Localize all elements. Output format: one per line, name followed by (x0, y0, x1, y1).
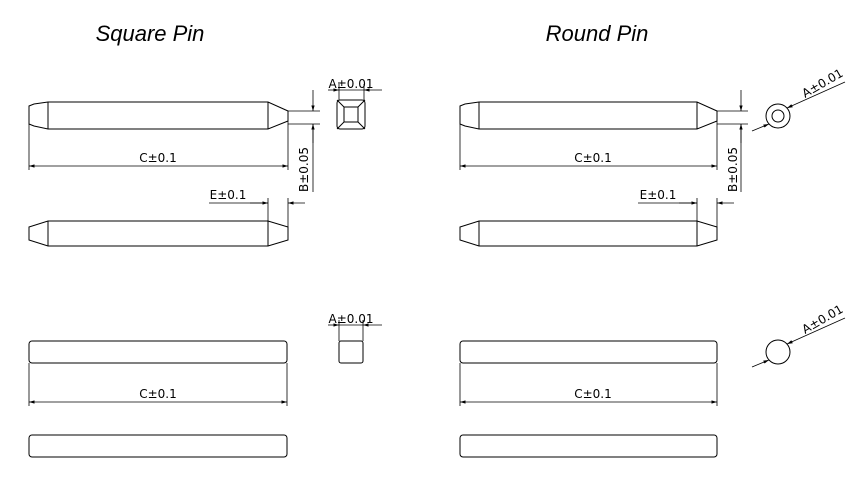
dimension-a-label: A±0.01 (800, 302, 846, 337)
square-pin-end-view-pointed (336, 99, 366, 130)
dimension-b-square: B±0.05 (288, 90, 320, 192)
square-flat-pin-top (28, 340, 288, 364)
square-pointed-pin-side-view (28, 101, 289, 130)
dimension-a-label: A±0.01 (329, 77, 374, 91)
square-flat-pin-bottom (28, 434, 288, 458)
round-pointed-pin-chamfer-view (459, 220, 718, 247)
dimension-e-round: E±0.1 (638, 188, 734, 227)
dimension-a-round-bottom: A±0.01 (751, 302, 846, 368)
square-pin-end-view-flat (338, 340, 364, 364)
round-flat-pin-top (459, 340, 718, 364)
dimension-a-label: A±0.01 (800, 66, 846, 101)
dimension-c-label: C±0.1 (574, 151, 612, 165)
dimension-b-label: B±0.05 (726, 147, 740, 192)
dimension-c-label: C±0.1 (139, 387, 177, 401)
dimension-c-round-bottom: C±0.1 (459, 363, 718, 406)
round-flat-pin-bottom (459, 434, 718, 458)
round-pin-end-view-flat (765, 339, 791, 365)
dimension-a-round-top: A±0.01 (751, 66, 846, 132)
dimension-e-label: E±0.1 (210, 188, 247, 202)
dimension-b-label: B±0.05 (297, 147, 311, 192)
dimension-c-round-top: C±0.1 (459, 121, 718, 170)
round-pointed-pin-side-view (459, 101, 718, 130)
dimension-a-square-top: A±0.01 (328, 77, 382, 100)
dimension-e-label: E±0.1 (640, 188, 677, 202)
dimension-c-label: C±0.1 (139, 151, 177, 165)
dimension-a-label: A±0.01 (329, 312, 374, 326)
dimension-c-square-top: C±0.1 (28, 121, 289, 170)
dimension-e-square: E±0.1 (209, 188, 305, 227)
dimension-a-square-bottom: A±0.01 (328, 312, 382, 341)
square-pointed-pin-chamfer-view (28, 220, 289, 247)
square-pin-title: Square Pin (96, 21, 205, 46)
dimension-c-label: C±0.1 (574, 387, 612, 401)
round-pin-title: Round Pin (546, 21, 649, 46)
dimension-c-square-bottom: C±0.1 (28, 363, 288, 406)
round-pin-end-view-pointed (765, 103, 791, 129)
dimension-b-round: B±0.05 (717, 90, 748, 192)
